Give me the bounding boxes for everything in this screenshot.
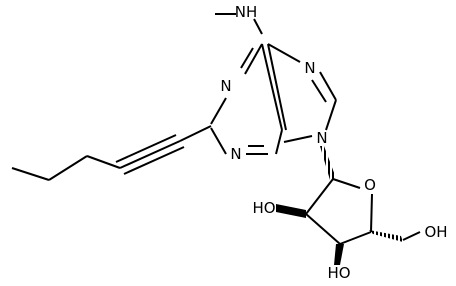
ring-oxygen-label: O xyxy=(364,176,376,194)
bond-triple-2 xyxy=(115,134,177,163)
bond-c1-o xyxy=(332,178,361,189)
bond-n9-c1-hash xyxy=(320,146,336,180)
oh-3-label: HO xyxy=(327,264,350,282)
oh-2-label: HO xyxy=(252,199,275,217)
bond-c5-c6 xyxy=(261,43,283,131)
bond-c4-c5 xyxy=(275,129,283,155)
bond-n7-c8-inner xyxy=(311,79,327,103)
bond-n1-c2 xyxy=(210,97,227,125)
bond-c3-c2 xyxy=(305,213,341,245)
bond-c2-n3 xyxy=(210,127,227,155)
bond-n7-c8 xyxy=(319,71,337,101)
bond-chain-2 xyxy=(48,155,88,181)
bond-nh-c6 xyxy=(253,18,263,35)
bond-c4-ch2-hash xyxy=(369,230,403,242)
bond-c6-n1 xyxy=(244,43,263,75)
n7-label: N xyxy=(304,59,315,77)
bond-c8-n9 xyxy=(325,99,337,131)
bond-c2-alkyne xyxy=(179,125,212,142)
n1-label: N xyxy=(220,77,231,95)
bond-chain-3 xyxy=(11,167,50,181)
nh-label: NH xyxy=(235,3,258,21)
bond-triple-3 xyxy=(123,146,185,175)
bond-triple-1 xyxy=(119,140,181,169)
bond-c5-n7 xyxy=(267,43,301,63)
bond-c2-oh-wedge xyxy=(276,204,306,218)
bond-c5-c4-fuse xyxy=(267,43,287,131)
bond-o-c4 xyxy=(370,193,373,233)
n9-label: N xyxy=(316,129,327,147)
bond-c6-n1-inner xyxy=(240,47,254,69)
bond-ch2-oh xyxy=(402,231,421,241)
bond-n9-c4 xyxy=(283,135,313,143)
bond-c4-c3 xyxy=(339,231,372,245)
bond-c2-c1 xyxy=(305,178,334,215)
bond-c3-oh-wedge xyxy=(334,244,344,265)
n3-label: N xyxy=(230,145,241,163)
oh-5-label: OH xyxy=(424,223,447,241)
bond-chain-1 xyxy=(86,155,121,169)
